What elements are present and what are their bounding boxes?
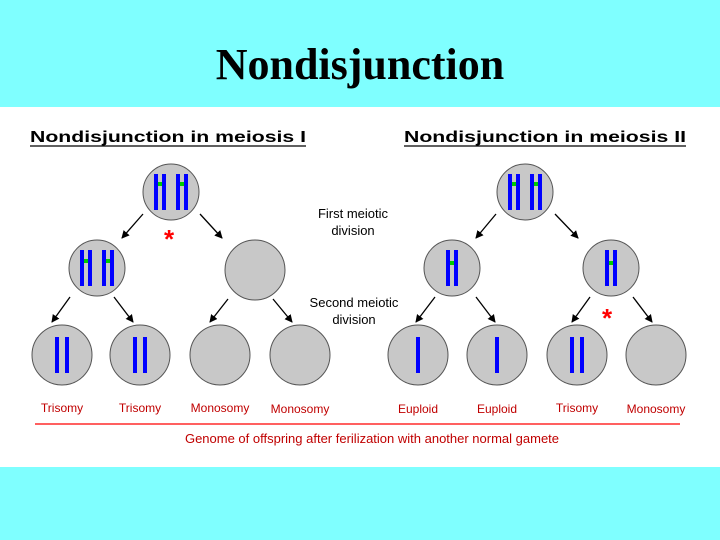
outcome-label: Monosomy <box>627 402 686 416</box>
arrow <box>272 298 293 323</box>
arrow <box>51 296 71 323</box>
outcome-label: Trisomy <box>119 401 161 415</box>
gamete-cell <box>109 324 171 386</box>
nondisjunction-marker-meiosis-1: * <box>164 224 175 254</box>
gamete-cell <box>269 324 331 386</box>
arrow <box>554 213 579 239</box>
secondary-cell-meiosis-1-right <box>224 239 286 301</box>
arrow <box>571 296 591 323</box>
nondisjunction-diagram: Nondisjunction in meiosis I Nondisjuncti… <box>0 107 720 467</box>
gamete-cell <box>189 324 251 386</box>
gamete-cell <box>466 324 528 386</box>
second-division-label-line1: Second meiotic <box>310 295 399 310</box>
slide-title: Nondisjunction <box>215 40 505 89</box>
arrow <box>121 213 144 239</box>
gamete-cell <box>31 324 93 386</box>
outcome-label: Monosomy <box>271 402 330 416</box>
second-division-label-line2: division <box>332 312 375 327</box>
arrow <box>209 298 229 323</box>
arrow <box>199 213 223 239</box>
footer-caption: Genome of offspring after ferilization w… <box>185 431 559 446</box>
gamete-cell <box>625 324 687 386</box>
secondary-cell-meiosis-2-left <box>423 239 481 297</box>
parent-cell-meiosis-2 <box>496 163 554 221</box>
arrow <box>475 296 496 323</box>
outcome-label: Euploid <box>398 402 438 416</box>
arrow <box>113 296 134 323</box>
first-division-label-line2: division <box>331 223 374 238</box>
panel-right-title: Nondisjunction in meiosis II <box>404 129 686 146</box>
parent-cell-meiosis-1 <box>142 163 200 221</box>
gamete-cell <box>387 324 449 386</box>
outcome-label: Monosomy <box>191 401 250 415</box>
arrow <box>632 296 653 323</box>
arrow <box>475 213 497 239</box>
first-division-label-line1: First meiotic <box>318 206 389 221</box>
gamete-row <box>31 324 687 386</box>
panel-left-title: Nondisjunction in meiosis I <box>30 129 306 146</box>
gamete-cell <box>546 324 608 386</box>
outcome-label: Trisomy <box>556 401 598 415</box>
outcome-label: Euploid <box>477 402 517 416</box>
nondisjunction-marker-meiosis-2: * <box>602 303 613 333</box>
secondary-cell-meiosis-1-left <box>68 239 126 297</box>
arrow <box>415 296 436 323</box>
secondary-cell-meiosis-2-right <box>582 239 640 297</box>
outcome-label: Trisomy <box>41 401 83 415</box>
